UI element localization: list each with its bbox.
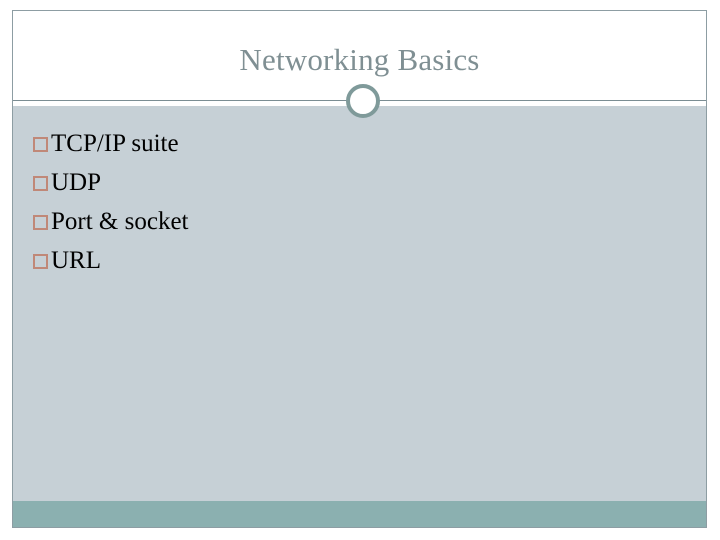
hollow-square-bullet-icon xyxy=(33,254,48,269)
list-item: Port & socket xyxy=(33,206,666,245)
hollow-square-bullet-icon xyxy=(33,215,48,230)
slide-footer-bar xyxy=(13,501,706,527)
list-item: URL xyxy=(33,245,666,284)
list-item-label: URL xyxy=(51,247,101,274)
bullet-list: TCP/IP suite UDP Port & socket URL xyxy=(33,128,666,284)
slide-title: Networking Basics xyxy=(239,42,480,77)
hollow-square-bullet-icon xyxy=(33,137,48,152)
slide-frame: Networking Basics TCP/IP suite UDP Port … xyxy=(12,10,707,528)
list-item-label: TCP/IP suite xyxy=(51,130,179,157)
list-item-label: Port & socket xyxy=(51,208,189,235)
ring-ornament-icon xyxy=(344,82,382,120)
slide-body-background xyxy=(13,106,706,501)
list-item-label: UDP xyxy=(51,169,102,196)
slide-header-band xyxy=(13,11,706,99)
list-item: UDP xyxy=(33,167,666,206)
list-item: TCP/IP suite xyxy=(33,128,666,167)
hollow-square-bullet-icon xyxy=(33,176,48,191)
